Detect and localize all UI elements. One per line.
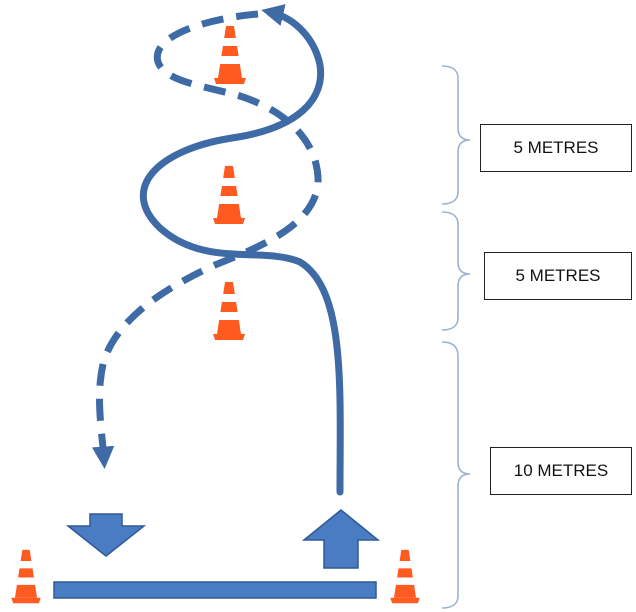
traffic-cone-icon xyxy=(213,282,245,340)
traffic-cone-icon xyxy=(214,26,246,84)
traffic-cone-icon xyxy=(11,549,41,604)
distance-label-middle: 5 METRES xyxy=(484,252,632,300)
up-arrow-icon xyxy=(301,509,381,569)
distance-brace xyxy=(441,65,471,205)
traffic-cone-icon xyxy=(213,166,245,224)
outbound-path xyxy=(139,4,344,496)
distance-brace xyxy=(441,341,471,609)
distance-label-top: 5 METRES xyxy=(480,124,632,172)
down-arrow-icon xyxy=(65,513,147,557)
distance-brace xyxy=(441,211,471,331)
distance-label-bottom: 10 METRES xyxy=(490,447,632,495)
traffic-cone-icon xyxy=(390,549,420,604)
return-path xyxy=(91,10,322,469)
start-line xyxy=(53,581,377,599)
